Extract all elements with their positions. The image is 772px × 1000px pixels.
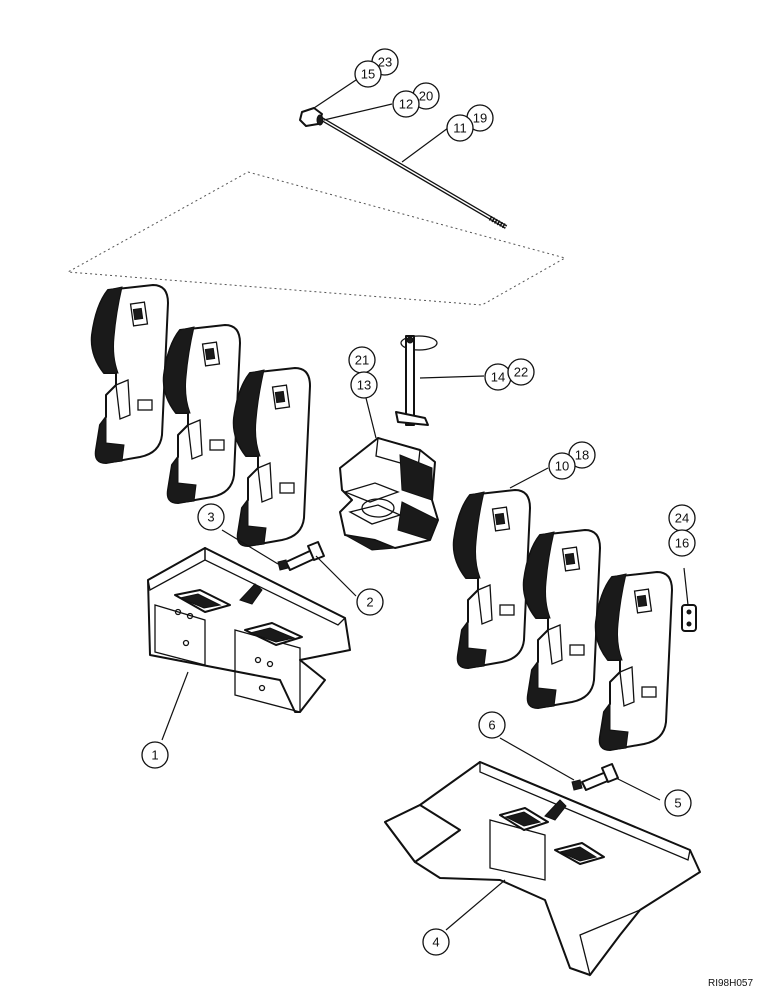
bolt-5 (581, 763, 619, 791)
callout-13-label: 13 (357, 378, 371, 393)
callout-19: 19 (466, 104, 494, 132)
callout-4-label: 4 (432, 935, 439, 950)
callout-15: 15 (354, 60, 382, 88)
callout-4: 4 (422, 928, 450, 956)
callout-2-label: 2 (366, 595, 373, 610)
callout-11-label: 11 (453, 121, 467, 136)
callout-15-label: 15 (361, 67, 375, 82)
callout-16-label: 16 (675, 536, 689, 551)
callout-14: 14 (484, 363, 512, 391)
callout-23-label: 23 (378, 55, 392, 70)
callout-24: 24 (668, 504, 696, 532)
callout-1: 1 (141, 741, 169, 769)
callout-24-label: 24 (675, 511, 689, 526)
callout-18: 18 (568, 441, 596, 469)
callout-16: 16 (668, 529, 696, 557)
callout-6-label: 6 (488, 718, 495, 733)
callout-21: 21 (348, 346, 376, 374)
callout-22: 22 (507, 358, 535, 386)
callout-20-label: 20 (419, 89, 433, 104)
callout-19-label: 19 (473, 111, 487, 126)
callout-2: 2 (356, 588, 384, 616)
callout-13: 13 (350, 371, 378, 399)
center-bracket (339, 437, 439, 551)
callout-22-label: 22 (514, 365, 528, 380)
callout-10: 10 (548, 452, 576, 480)
front-weight-carrier (147, 546, 351, 713)
lock-pin (395, 335, 438, 426)
callout-11: 11 (446, 114, 474, 142)
callout-21-label: 21 (355, 353, 369, 368)
weight-plates-left (90, 284, 311, 547)
callout-10-label: 10 (555, 459, 569, 474)
nut-3 (277, 559, 289, 571)
callout-18-label: 18 (575, 448, 589, 463)
callout-5: 5 (664, 789, 692, 817)
leader-lines (161, 79, 689, 931)
callout-3-label: 3 (207, 510, 214, 525)
bolt-2 (285, 541, 325, 571)
plate-16 (681, 604, 697, 632)
callout-14-label: 14 (491, 370, 505, 385)
nut-6 (571, 779, 583, 791)
callout-5-label: 5 (674, 796, 681, 811)
callout-6: 6 (478, 711, 506, 739)
callout-12-label: 12 (399, 97, 413, 112)
weight-plates-right (452, 489, 673, 751)
rod-assembly (299, 107, 508, 230)
washer-12 (316, 114, 324, 126)
drawing-code: RI98H057 (708, 978, 753, 989)
rear-weight-carrier (384, 761, 701, 977)
dashed-reference-outline (66, 171, 567, 306)
callout-12: 12 (392, 90, 420, 118)
callout-3: 3 (197, 503, 225, 531)
callout-1-label: 1 (151, 748, 158, 763)
